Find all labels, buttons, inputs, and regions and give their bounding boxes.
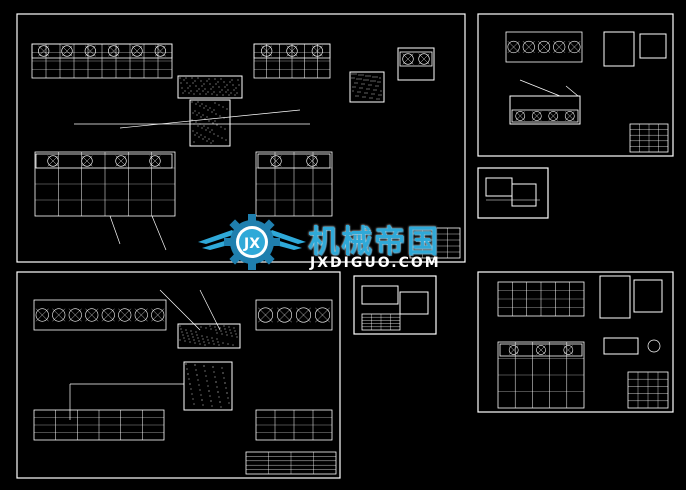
logo-letters: JX xyxy=(243,236,260,252)
watermark-text-cn: 机械帝国 xyxy=(308,224,440,260)
sheet-bottom-middle-detail xyxy=(353,275,437,335)
sheet-bottom-right-detail xyxy=(477,271,674,413)
sheet-top-left-layout xyxy=(16,13,466,263)
gear-wing-logo-icon: JX xyxy=(198,214,306,270)
watermark: JX 机械帝国 JXDIGUO.COM xyxy=(196,212,496,274)
sheet-small-middle-right xyxy=(477,167,549,219)
watermark-text-en: JXDIGUO.COM xyxy=(310,255,441,271)
sheet-bottom-left-layout xyxy=(16,271,341,479)
sheet-top-right-detail xyxy=(477,13,674,157)
